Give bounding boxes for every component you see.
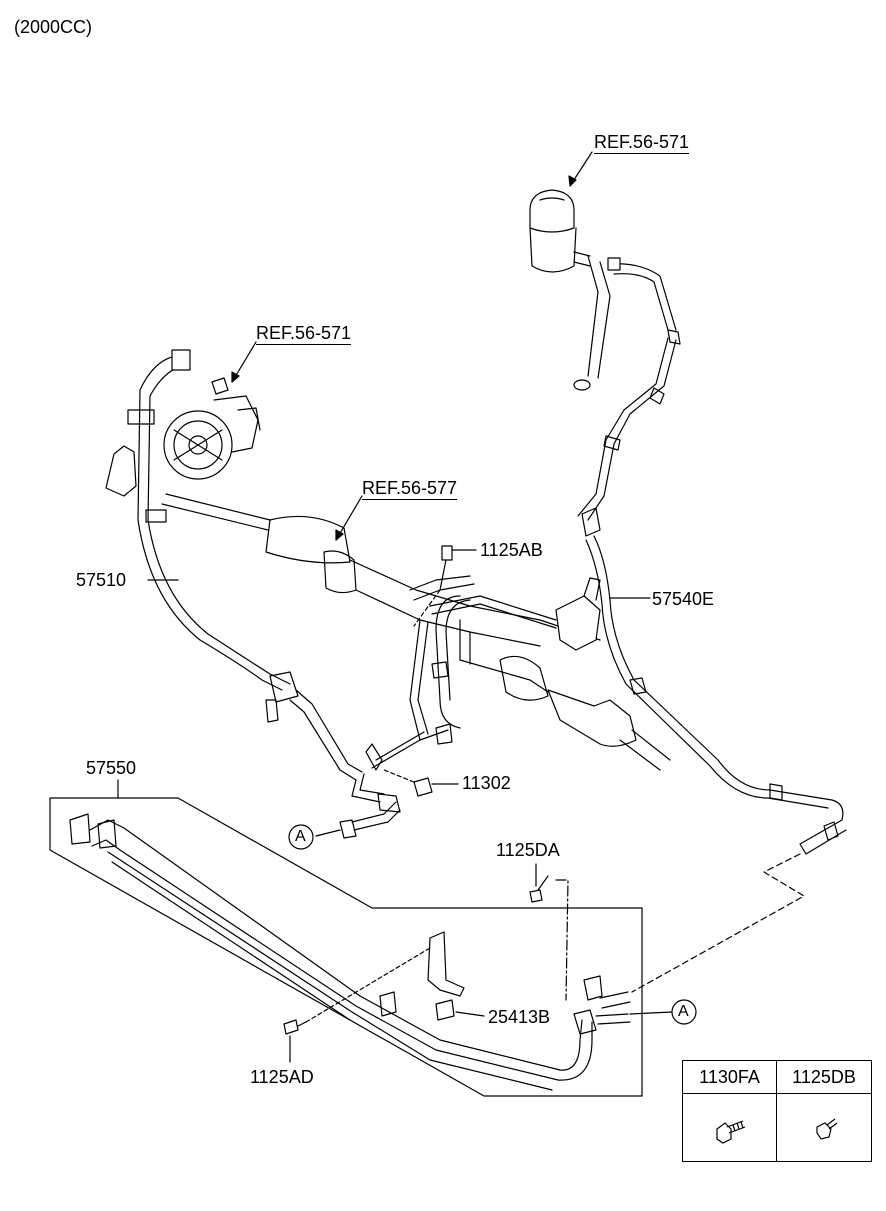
ref-label-reservoir: REF.56-571 xyxy=(594,132,690,154)
reservoir-icon xyxy=(529,189,681,537)
callout-a-upper: A xyxy=(295,828,306,845)
part-label-11302: 11302 xyxy=(462,773,511,793)
leader-callout-a-lower xyxy=(629,1011,673,1015)
gear-pipes xyxy=(365,595,471,771)
ref-label-pump: REF.56-571 xyxy=(256,323,352,345)
ref-label-gear: REF.56-577 xyxy=(362,478,458,500)
part-label-1125da: 1125DA xyxy=(496,840,560,860)
leader-callout-a-upper xyxy=(315,829,341,837)
bolt-1125db-icon xyxy=(816,1118,838,1140)
legend-divider-h xyxy=(683,1093,871,1094)
leader-25413b xyxy=(455,1011,485,1017)
callout-a-lower: A xyxy=(678,1003,689,1020)
legend-header-1130fa: 1130FA xyxy=(699,1067,760,1087)
steering-gear-icon xyxy=(161,493,671,771)
callout-a-upper-circle xyxy=(288,824,314,850)
legend-table: 1130FA 1125DB xyxy=(682,1060,872,1162)
pump-icon xyxy=(105,377,261,497)
cooler-tube xyxy=(69,813,631,1091)
part-label-57550: 57550 xyxy=(86,758,137,778)
legend-divider-v xyxy=(776,1061,777,1161)
bolt-1125ad-icon xyxy=(283,947,431,1035)
variant-label: (2000CC) xyxy=(14,17,93,37)
callout-a-lower-circle xyxy=(671,999,697,1025)
bolt-1125ab-icon xyxy=(413,545,453,627)
pressure-hose xyxy=(127,349,401,839)
nut-11302-icon xyxy=(383,769,433,797)
bracket-icon xyxy=(427,931,465,1021)
bolt-1130fa-icon xyxy=(716,1120,746,1144)
part-label-57510: 57510 xyxy=(76,570,127,590)
legend-header-1125db: 1125DB xyxy=(792,1067,856,1087)
part-label-57540e: 57540E xyxy=(652,589,715,609)
part-label-25413b: 25413B xyxy=(488,1007,551,1027)
connector-line xyxy=(631,853,805,993)
cooler-tube-box xyxy=(49,797,643,1097)
part-label-1125ad: 1125AD xyxy=(250,1067,314,1087)
bolt-1125da-icon xyxy=(529,875,569,1001)
return-hose xyxy=(585,535,847,855)
part-label-1125ab: 1125AB xyxy=(480,540,543,560)
